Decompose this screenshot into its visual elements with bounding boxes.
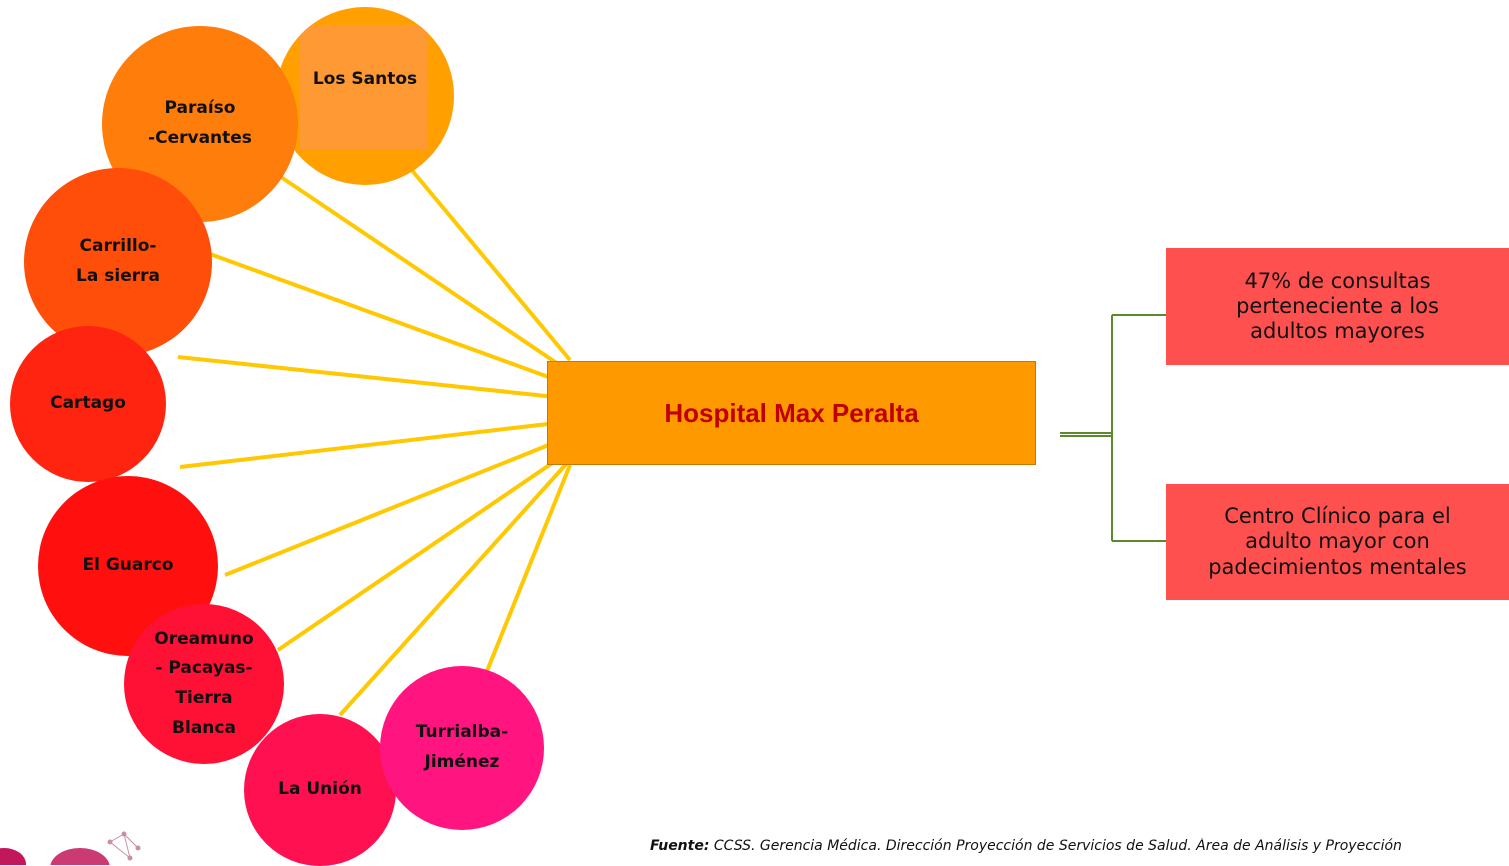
- outcome-box-centro-clinico: Centro Clínico para el adulto mayor con …: [1166, 484, 1509, 600]
- spoke-lines: [177, 166, 572, 717]
- area-circle-oreamuno-pacayas-tierra-blanca: Oreamuno - Pacayas- Tierra Blanca: [124, 604, 284, 764]
- outcome-connector: [1060, 314, 1166, 542]
- spoke-line: [483, 464, 572, 677]
- spoke-line: [177, 355, 566, 400]
- spoke-line: [209, 252, 566, 385]
- spoke-line: [224, 436, 567, 577]
- area-label-cartago: Cartago: [50, 393, 126, 414]
- source-label: Fuente:: [650, 838, 710, 854]
- area-circle-cartago: Cartago: [10, 326, 166, 482]
- spoke-line: [276, 173, 569, 372]
- area-label-los-santos: Los Santos: [312, 69, 418, 90]
- logo-mark: [0, 831, 141, 865]
- area-circle-carrillo-la-sierra: Carrillo- La sierra: [24, 168, 212, 356]
- outcome-box-consultas: 47% de consultas perteneciente a los adu…: [1166, 248, 1509, 365]
- area-label-oreamuno-pacayas-tierra-blanca: Oreamuno - Pacayas- Tierra Blanca: [154, 628, 254, 738]
- spoke-line: [179, 420, 566, 469]
- outcome-text-consultas: 47% de consultas perteneciente a los adu…: [1236, 268, 1439, 344]
- outcome-text-centro-clinico: Centro Clínico para el adulto mayor con …: [1208, 504, 1467, 579]
- spoke-line: [276, 451, 569, 652]
- source-note: Fuente: CCSS. Gerencia Médica. Dirección…: [650, 838, 1509, 865]
- hospital-hub: Hospital Max Peralta: [547, 361, 1036, 465]
- area-label-paraiso-cervantes: Paraíso -Cervantes: [148, 98, 252, 148]
- spoke-line: [338, 460, 570, 717]
- spoke-line: [408, 166, 572, 362]
- area-circle-la-union: La Unión: [244, 714, 396, 866]
- area-label-la-union: La Unión: [278, 779, 362, 800]
- area-circle-turrialba-jimenez: Turrialba- Jiménez: [380, 666, 544, 830]
- area-circle-los-santos: Los Santos: [276, 7, 454, 185]
- area-label-el-guarco: El Guarco: [82, 555, 174, 576]
- area-label-carrillo-la-sierra: Carrillo- La sierra: [76, 236, 160, 286]
- hospital-hub-label: Hospital Max Peralta: [664, 397, 919, 428]
- source-text: CCSS. Gerencia Médica. Dirección Proyecc…: [709, 838, 1402, 854]
- area-label-turrialba-jimenez: Turrialba- Jiménez: [415, 722, 509, 772]
- los-santos-highlight: [300, 25, 428, 149]
